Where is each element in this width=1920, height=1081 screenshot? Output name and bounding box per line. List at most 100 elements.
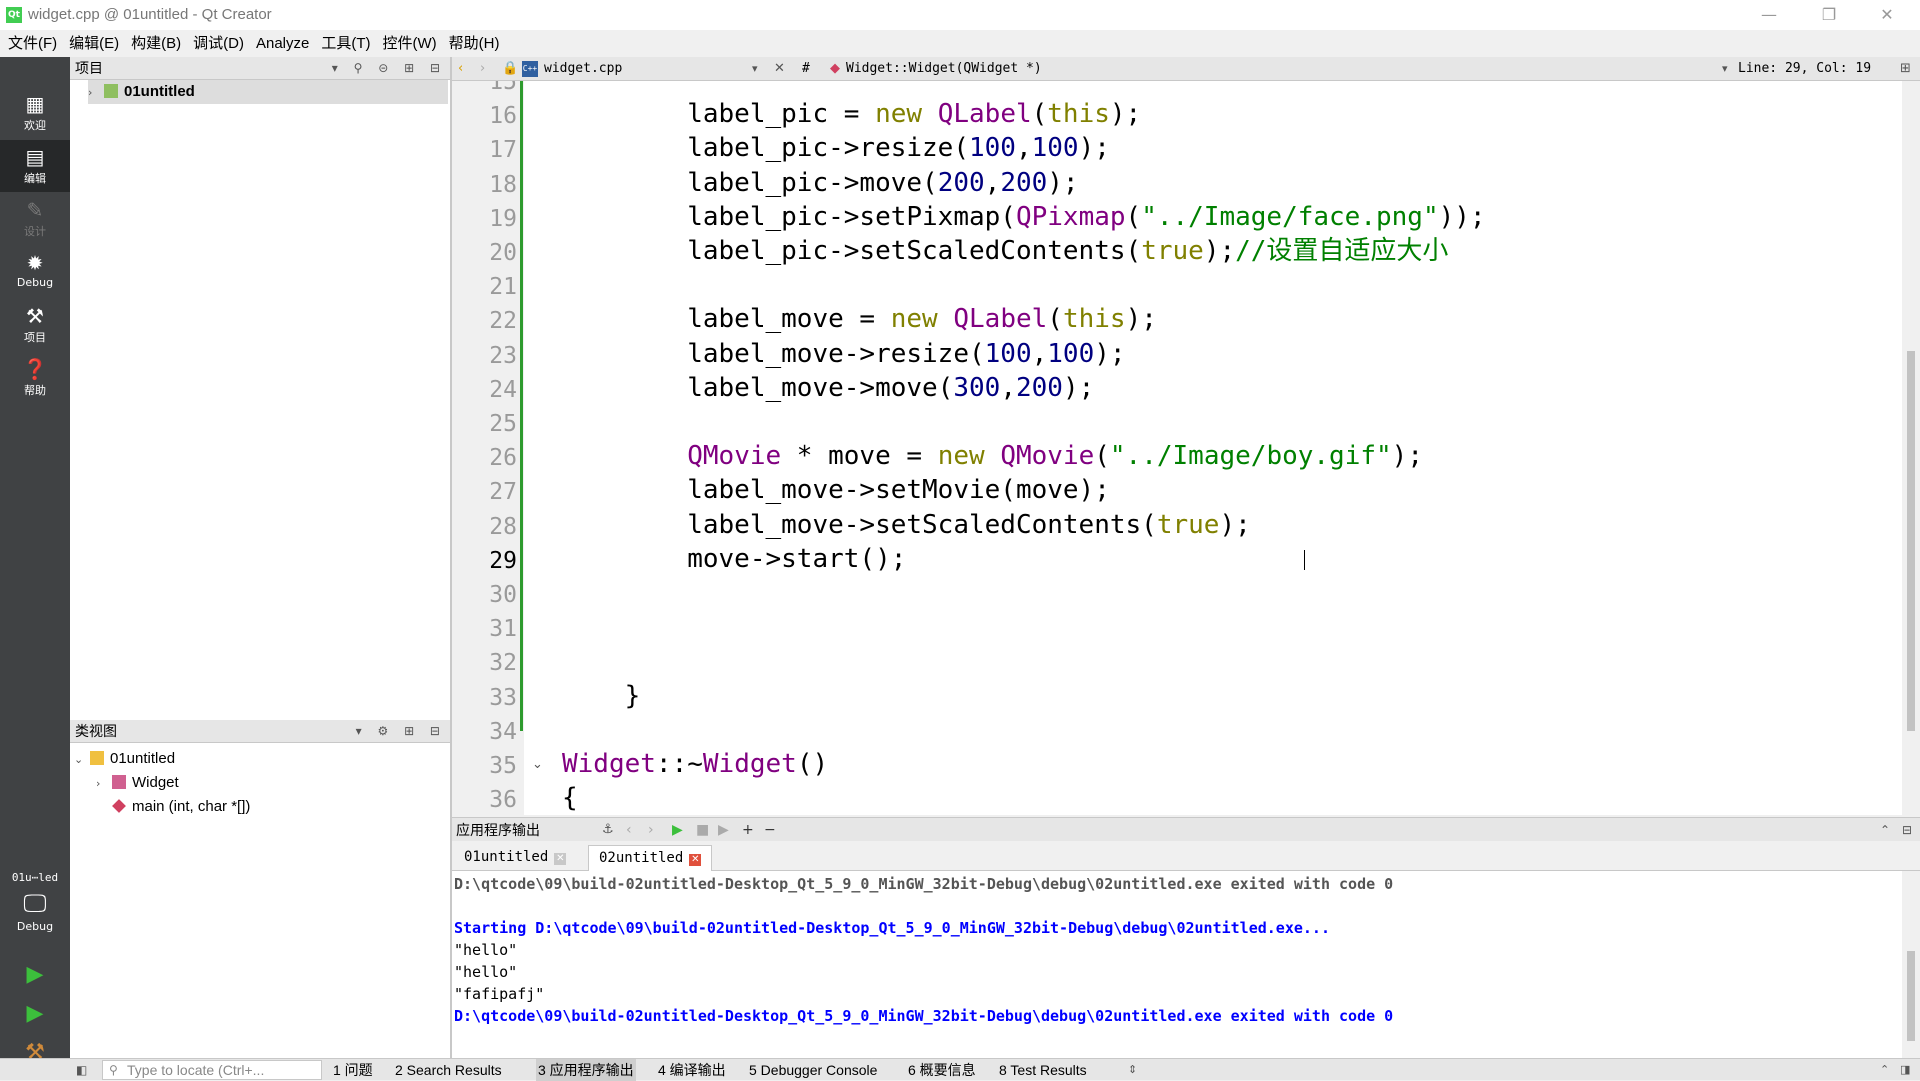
- symbol-selector[interactable]: Widget::Widget(QWidget *): [846, 61, 1042, 76]
- menu-debug[interactable]: 调试(D): [193, 35, 244, 52]
- status-pane-search-results[interactable]: 2 Search Results: [395, 1062, 502, 1078]
- open-file-name[interactable]: widget.cpp: [544, 61, 623, 76]
- close-tab-icon[interactable]: ✕: [689, 854, 702, 866]
- code-token: QMovie: [687, 441, 782, 472]
- nav-forward-icon[interactable]: ›: [480, 61, 486, 76]
- locator-placeholder: Type to locate (Ctrl+...: [127, 1062, 265, 1078]
- attach-debugger-icon[interactable]: ▶: [718, 822, 729, 838]
- minimize-icon[interactable]: —: [1761, 5, 1777, 24]
- nav-back-icon[interactable]: ‹: [626, 822, 632, 838]
- chevron-right-icon[interactable]: ›: [88, 86, 93, 99]
- menu-edit[interactable]: 编辑(E): [69, 35, 120, 52]
- code-token: );: [1219, 509, 1251, 540]
- menu-analyze[interactable]: Analyze: [255, 35, 310, 52]
- nav-back-icon[interactable]: ‹: [458, 61, 464, 76]
- scrollbar-thumb[interactable]: [1907, 951, 1915, 1041]
- chevron-down-icon[interactable]: ▾: [752, 62, 758, 75]
- code-line: label_pic->setPixmap(QPixmap("../Image/f…: [562, 200, 1485, 234]
- output-pane-title[interactable]: 应用程序输出: [456, 822, 540, 838]
- code-token: Widget: [702, 749, 797, 779]
- class-view-controls[interactable]: ▾ ⚙ ⊞ ⊟: [355, 724, 446, 738]
- mode-welcome[interactable]: ▦ 欢迎: [0, 87, 70, 139]
- pane-selector-icon[interactable]: ⇕: [1128, 1063, 1138, 1076]
- output-tab-01untitled[interactable]: 01untitled✕: [454, 845, 576, 871]
- status-pane-issues[interactable]: 1 问题: [333, 1062, 373, 1078]
- class-tree-root[interactable]: ⌄01untitled: [74, 747, 175, 771]
- scrollbar-thumb[interactable]: [1907, 351, 1915, 731]
- fold-toggle-icon[interactable]: ⌄: [532, 757, 543, 772]
- project-pane-controls[interactable]: ▾ ⚲ ⊝ ⊞ ⊟: [331, 61, 446, 75]
- mode-edit[interactable]: ▤ 编辑: [0, 140, 70, 192]
- cursor-position[interactable]: Line: 29, Col: 19: [1738, 61, 1872, 76]
- mode-help[interactable]: ❓ 帮助: [0, 352, 70, 404]
- close-file-icon[interactable]: ✕: [774, 61, 785, 76]
- code-token: }: [562, 680, 641, 711]
- output-tab-02untitled[interactable]: 02untitled✕: [588, 845, 713, 872]
- locator-input[interactable]: ⚲ Type to locate (Ctrl+...: [102, 1060, 322, 1080]
- menu-build[interactable]: 构建(B): [131, 35, 182, 52]
- mode-debug[interactable]: ✹ Debug: [0, 246, 70, 298]
- code-token: (: [1094, 441, 1110, 472]
- chevron-down-icon[interactable]: ⌄: [74, 753, 84, 766]
- folder-icon: [90, 751, 104, 765]
- code-token: (): [796, 749, 829, 779]
- chevron-down-icon[interactable]: ▾: [1722, 62, 1728, 75]
- restore-icon[interactable]: ❐: [1821, 5, 1837, 24]
- code-line: {: [562, 781, 578, 815]
- menu-tools[interactable]: 工具(T): [321, 35, 371, 52]
- application-output[interactable]: D:\qtcode\09\build-02untitled-Desktop_Qt…: [452, 871, 1902, 1058]
- chevron-right-icon[interactable]: ›: [96, 777, 101, 790]
- close-tab-icon[interactable]: ✕: [554, 853, 567, 865]
- kit-selector[interactable]: 🖵 Debug: [0, 889, 70, 945]
- mode-projects[interactable]: ⚒ 项目: [0, 299, 70, 351]
- close-icon[interactable]: ✕: [1880, 5, 1894, 24]
- menu-help[interactable]: 帮助(H): [448, 35, 500, 52]
- stop-icon[interactable]: ■: [696, 822, 710, 838]
- output-scrollbar[interactable]: [1902, 871, 1920, 1058]
- status-pane-compile-output[interactable]: 4 编译输出: [658, 1062, 726, 1078]
- code-token: label_pic->resize(: [562, 133, 969, 164]
- code-area[interactable]: label_pic = new QLabel(this); label_pic-…: [562, 81, 1902, 815]
- line-number: 29: [489, 547, 517, 574]
- close-pane-icon[interactable]: ⊟: [1901, 823, 1912, 837]
- project-pane-title[interactable]: 项目: [75, 60, 103, 76]
- toggle-output-icon[interactable]: ◨: [1900, 1063, 1911, 1076]
- split-icon[interactable]: ⊞: [1900, 61, 1911, 76]
- status-pane-app-output[interactable]: 3 应用程序输出: [536, 1059, 636, 1081]
- search-icon: ⚲: [109, 1063, 118, 1077]
- kit-project-name[interactable]: 01u⋯led: [11, 871, 59, 884]
- code-line: QMovie * move = new QMovie("../Image/boy…: [562, 439, 1423, 473]
- status-pane-debugger-console[interactable]: 5 Debugger Console: [749, 1062, 878, 1078]
- nav-forward-icon[interactable]: ›: [648, 822, 654, 838]
- maximize-pane-icon[interactable]: ⌃: [1879, 823, 1890, 837]
- toggle-sidebar-icon[interactable]: ◧: [76, 1063, 88, 1077]
- chevron-up-icon[interactable]: ⌃: [1880, 1063, 1890, 1076]
- zoom-out-icon[interactable]: −: [764, 822, 776, 838]
- attach-icon[interactable]: ⚓: [602, 822, 614, 837]
- code-token: label_move->setScaledContents(: [562, 509, 1157, 540]
- class-view-title[interactable]: 类视图: [75, 723, 117, 739]
- tree-item-project[interactable]: ›01untitled: [88, 80, 448, 104]
- rerun-icon[interactable]: ▶: [672, 822, 683, 838]
- class-tree-main[interactable]: main (int, char *[]): [112, 795, 250, 819]
- menu-controls[interactable]: 控件(W): [382, 35, 437, 52]
- status-pane-test-results[interactable]: 8 Test Results: [999, 1062, 1087, 1078]
- status-pane-general-messages[interactable]: 6 概要信息: [908, 1062, 976, 1078]
- function-icon: ◆: [830, 61, 840, 76]
- code-token: new: [937, 441, 985, 472]
- code-token: );: [1047, 167, 1079, 198]
- line-number: 31: [489, 616, 517, 643]
- debug-run-icon[interactable]: ▶: [26, 1001, 44, 1026]
- mode-design[interactable]: ✎ 设计: [0, 193, 70, 245]
- zoom-in-icon[interactable]: +: [742, 822, 754, 838]
- editor-toolbar: ‹ › 🔒 C++ widget.cpp ▾ ✕ # ◆ Widget::Wid…: [452, 57, 1920, 81]
- class-tree-widget[interactable]: ›Widget: [96, 771, 179, 795]
- run-icon[interactable]: ▶: [26, 962, 44, 987]
- menu-file[interactable]: 文件(F): [8, 35, 58, 52]
- mode-debug-label: Debug: [16, 276, 54, 289]
- editor-scrollbar[interactable]: [1902, 81, 1920, 815]
- pane-splitter[interactable]: [450, 57, 452, 1058]
- code-line: move->start();: [562, 542, 906, 576]
- line-number: 20: [489, 240, 517, 266]
